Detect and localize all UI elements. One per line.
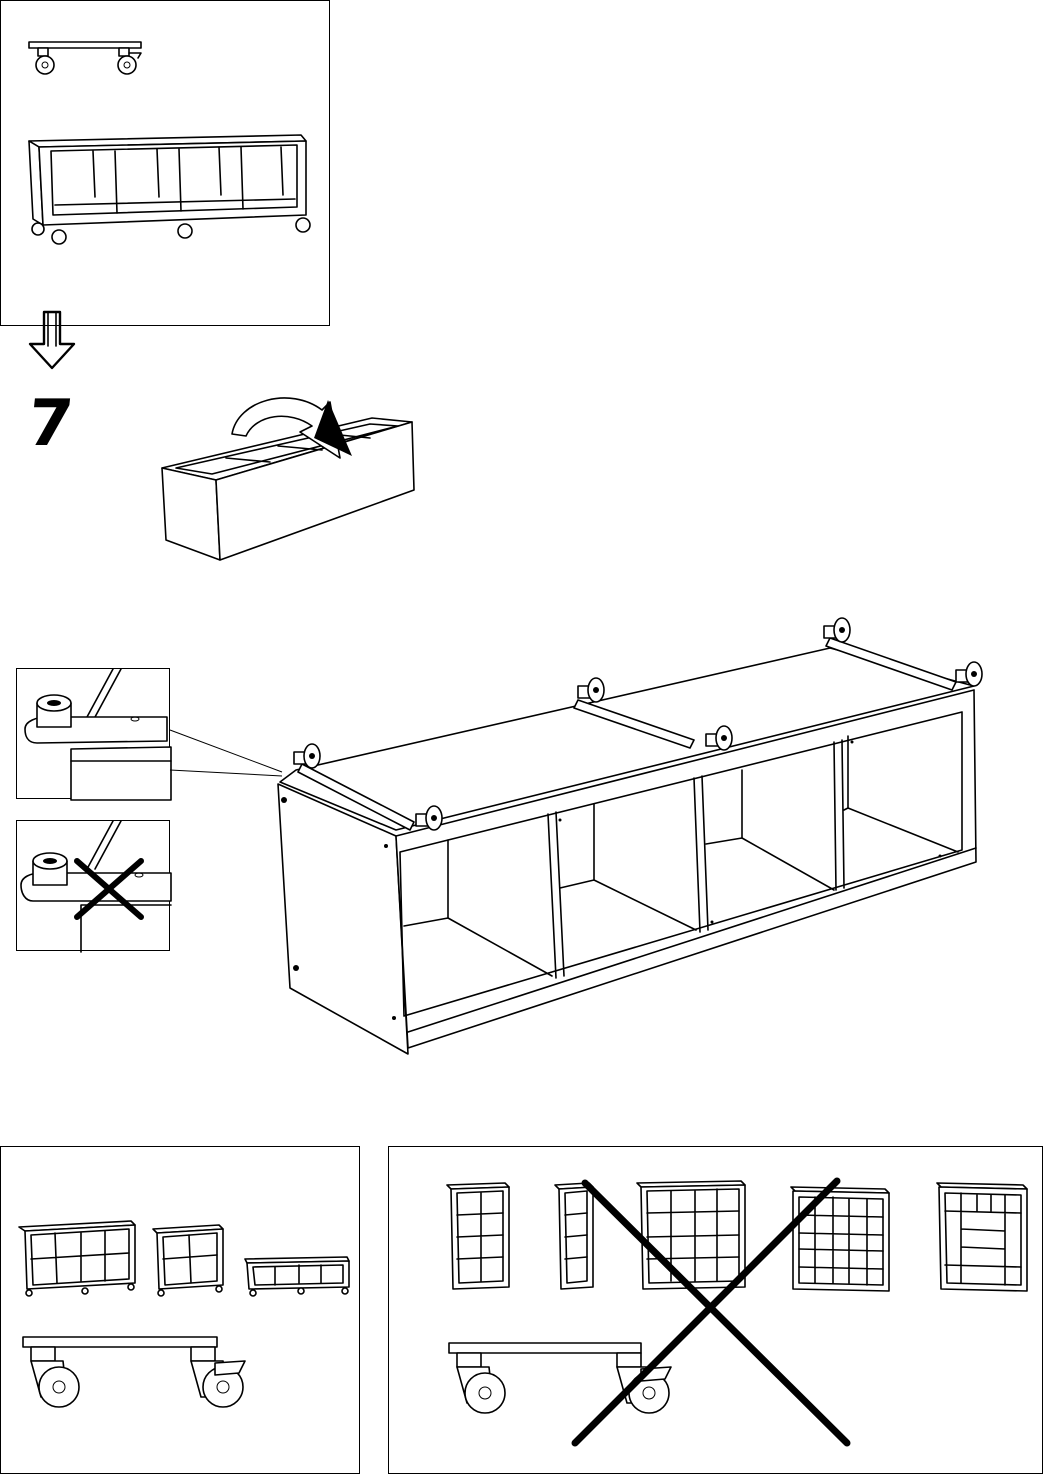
detail-correct-panel (16, 668, 170, 799)
caster-bar-icon (29, 42, 141, 74)
caster-bars (298, 638, 956, 830)
reference-panel (0, 0, 330, 326)
compatible-units-icon (1, 1147, 361, 1475)
caster-plate-flush-icon (17, 669, 171, 800)
caster-and-unit-illustration (1, 1, 331, 327)
caster-plate-overhang-icon (17, 821, 171, 952)
incompatible-units-panel (388, 1146, 1043, 1474)
incompatible-units-icon (389, 1147, 1044, 1475)
caster-bar-large-icon (23, 1337, 245, 1407)
caster-wheel-icons (294, 618, 982, 830)
compatible-units-panel (0, 1146, 360, 1474)
rotate-arrow-icon (232, 398, 352, 458)
shelf-on-casters-icon (29, 135, 310, 244)
step-number: 7 (25, 392, 76, 456)
detail-incorrect-panel (16, 820, 170, 951)
shelf-unit-upside-down (278, 648, 976, 1054)
shelf-unit-flip-icon (162, 418, 414, 560)
